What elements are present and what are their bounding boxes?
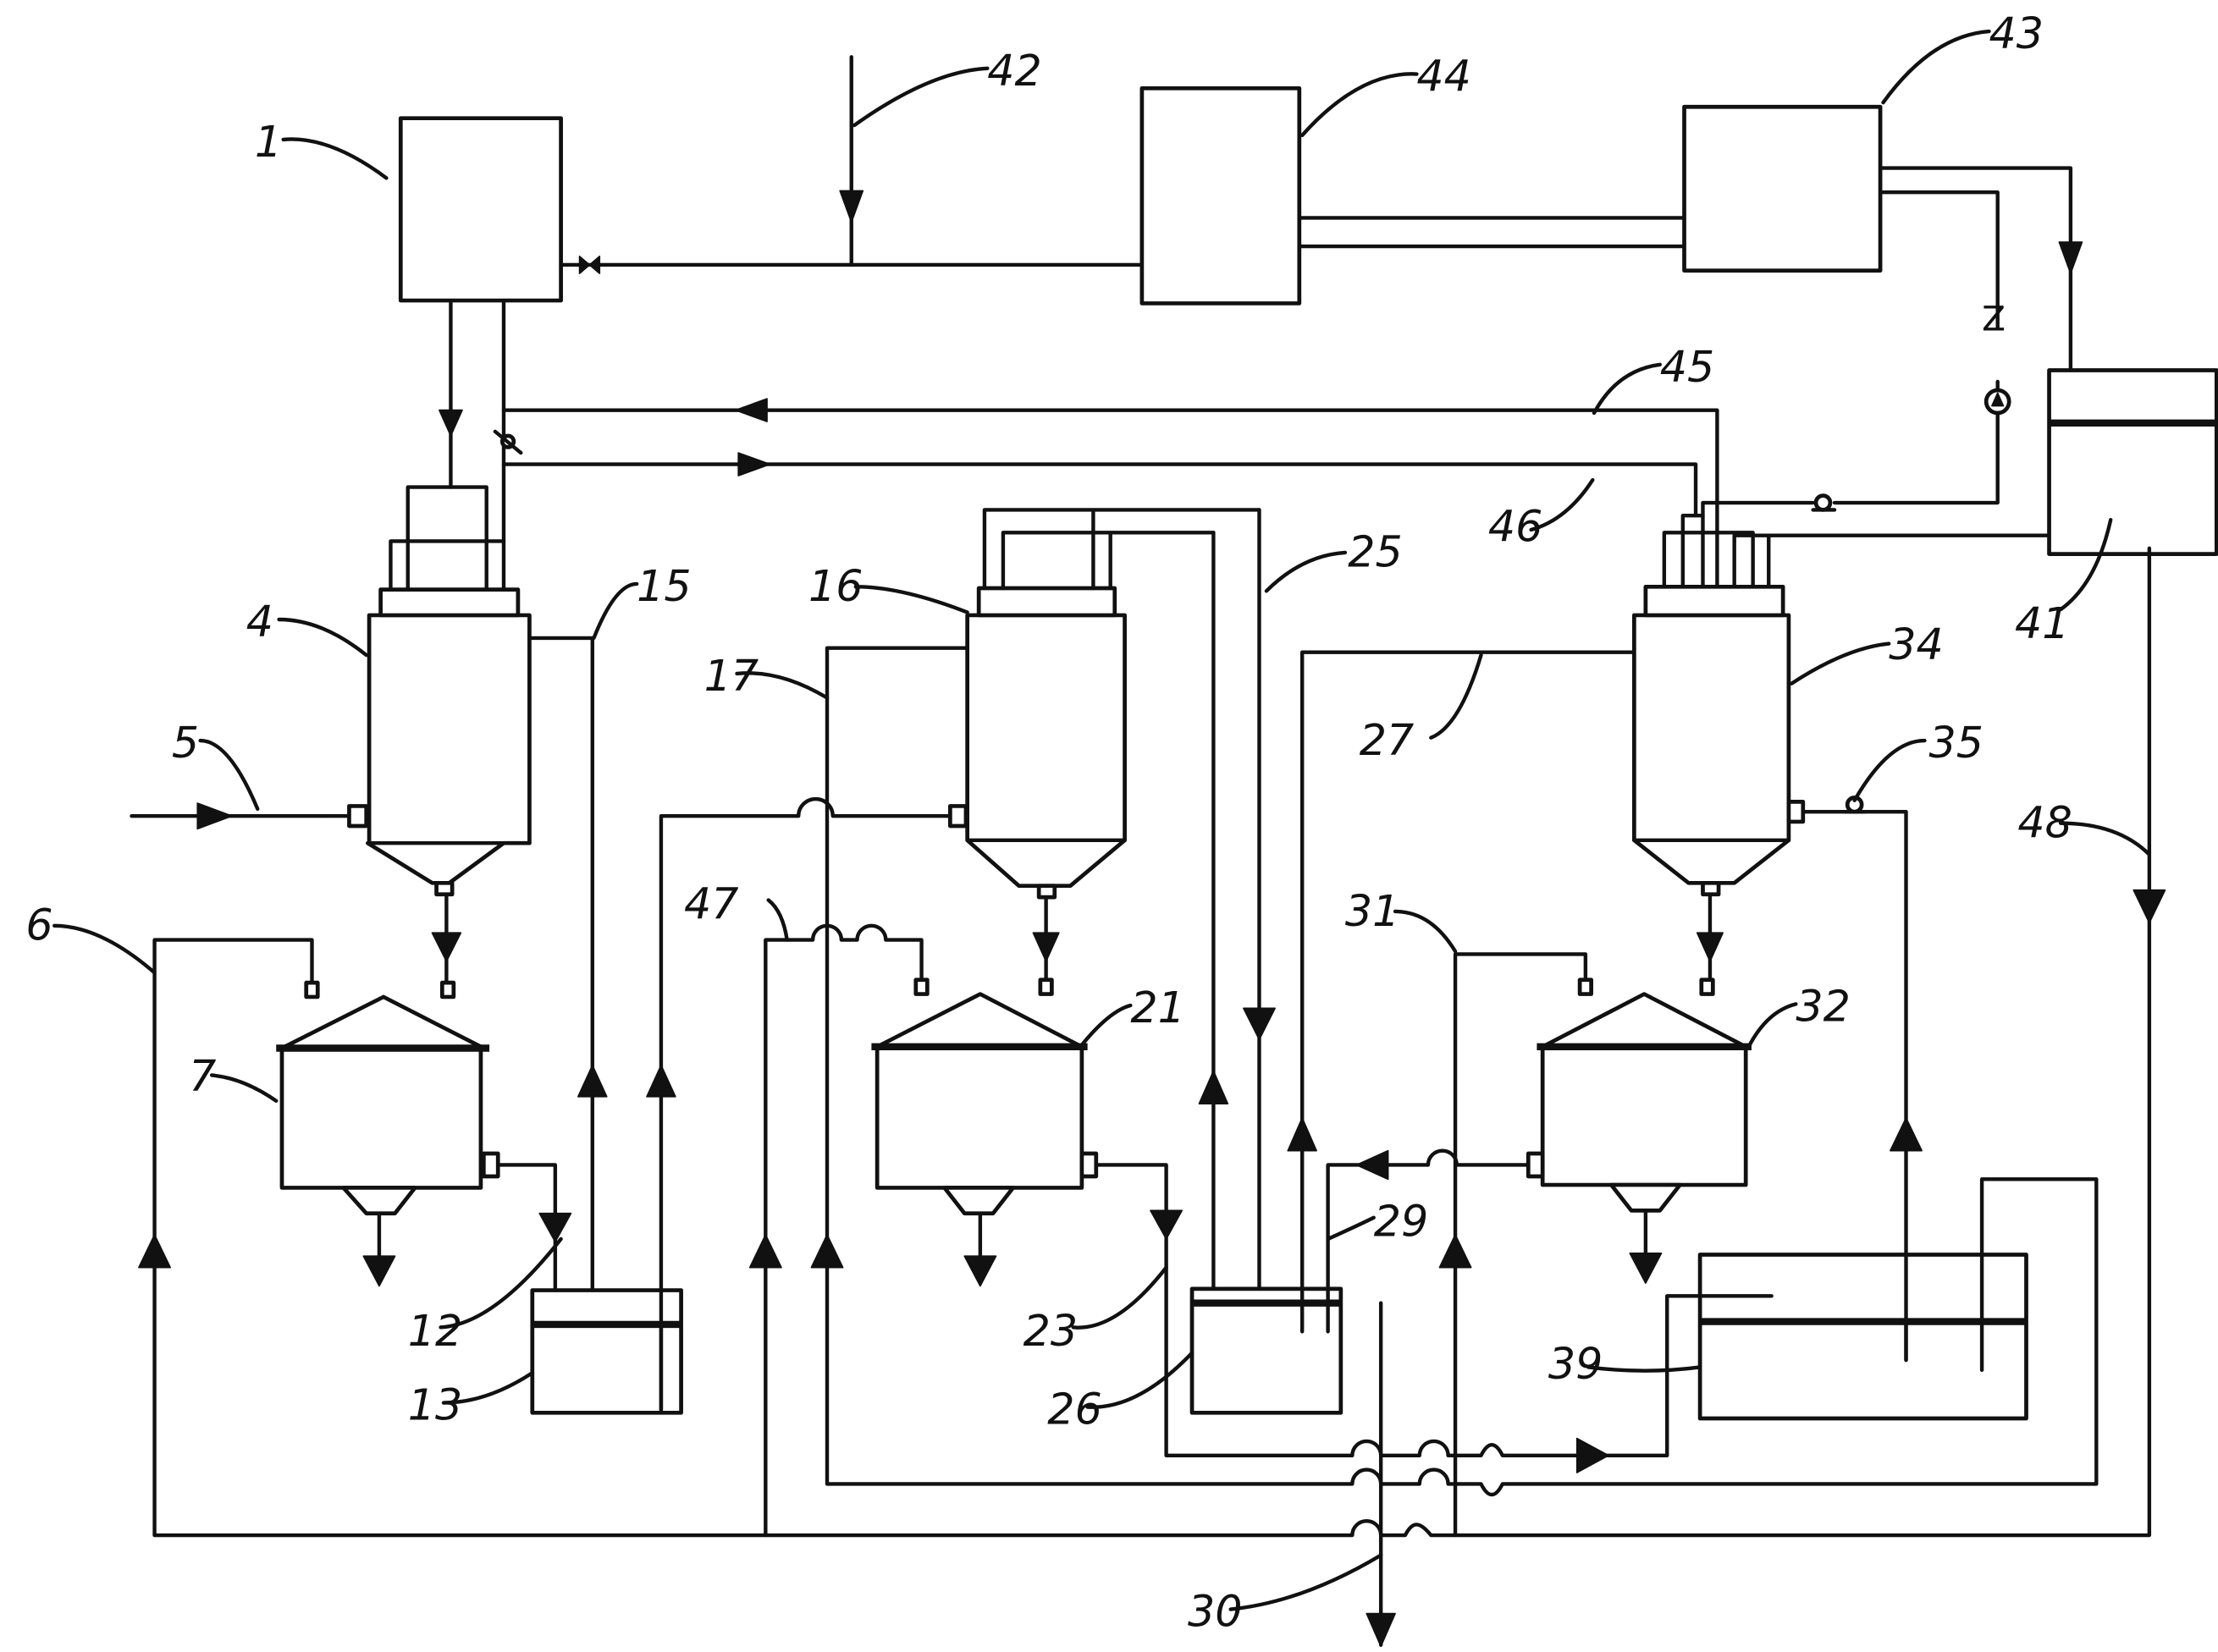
centrifuge-7 <box>276 980 500 1216</box>
tank-26 <box>1189 1286 1343 1415</box>
crystallizer-34 <box>1631 513 1791 897</box>
unit-43 <box>1682 104 1883 273</box>
tank-39 <box>1697 1253 2028 1421</box>
label-42: 42 <box>987 46 1042 96</box>
label-43: 43 <box>1989 8 2044 58</box>
centrifuge-32 <box>1526 977 1752 1213</box>
label-46: 46 <box>1488 502 1543 552</box>
crystallizer-16 <box>965 508 1261 900</box>
label-47: 47 <box>684 878 739 928</box>
valve-top-line <box>578 256 601 274</box>
label-48: 48 <box>2017 798 2072 848</box>
label-30: 30 <box>1188 1587 1243 1637</box>
valve-46 <box>1811 493 1837 512</box>
label-44: 44 <box>1416 52 1471 102</box>
label-5: 5 <box>172 718 199 768</box>
reference-labels: 1 42 44 43 45 46 25 15 16 4 34 41 17 5 2… <box>25 8 2072 1636</box>
label-23: 23 <box>1023 1306 1079 1356</box>
pump-icon <box>1984 388 2011 416</box>
label-13: 13 <box>408 1380 463 1430</box>
label-6: 6 <box>25 900 52 950</box>
label-31: 31 <box>1345 886 1400 936</box>
label-29: 29 <box>1374 1197 1429 1247</box>
centrifuge-21 <box>871 977 1099 1216</box>
label-4: 4 <box>246 597 273 647</box>
label-26: 26 <box>1047 1385 1102 1434</box>
label-16: 16 <box>808 561 863 611</box>
label-41: 41 <box>2015 598 2070 648</box>
valve-z-label: Z <box>1982 298 2006 339</box>
label-17: 17 <box>704 651 759 701</box>
label-1: 1 <box>255 117 282 167</box>
label-21: 21 <box>1130 983 1185 1032</box>
label-45: 45 <box>1660 342 1715 392</box>
tank-41 <box>2047 368 2218 556</box>
valve-tank1-outlet <box>493 429 523 455</box>
label-25: 25 <box>1348 527 1403 577</box>
leader-lines <box>52 29 2152 1611</box>
label-34: 34 <box>1889 620 1944 669</box>
arrowheads <box>138 190 2166 1648</box>
unit-44 <box>1139 85 1302 306</box>
label-32: 32 <box>1796 982 1851 1032</box>
tank-1 <box>398 116 563 303</box>
label-27: 27 <box>1360 715 1415 765</box>
label-15: 15 <box>637 561 692 611</box>
tank-13 <box>530 1288 683 1415</box>
label-39: 39 <box>1548 1339 1603 1389</box>
crystallizer-4 <box>366 485 532 897</box>
label-12: 12 <box>408 1306 463 1356</box>
label-35: 35 <box>1929 718 1984 768</box>
valve-z: Z <box>1982 298 2006 339</box>
label-7: 7 <box>189 1051 216 1101</box>
